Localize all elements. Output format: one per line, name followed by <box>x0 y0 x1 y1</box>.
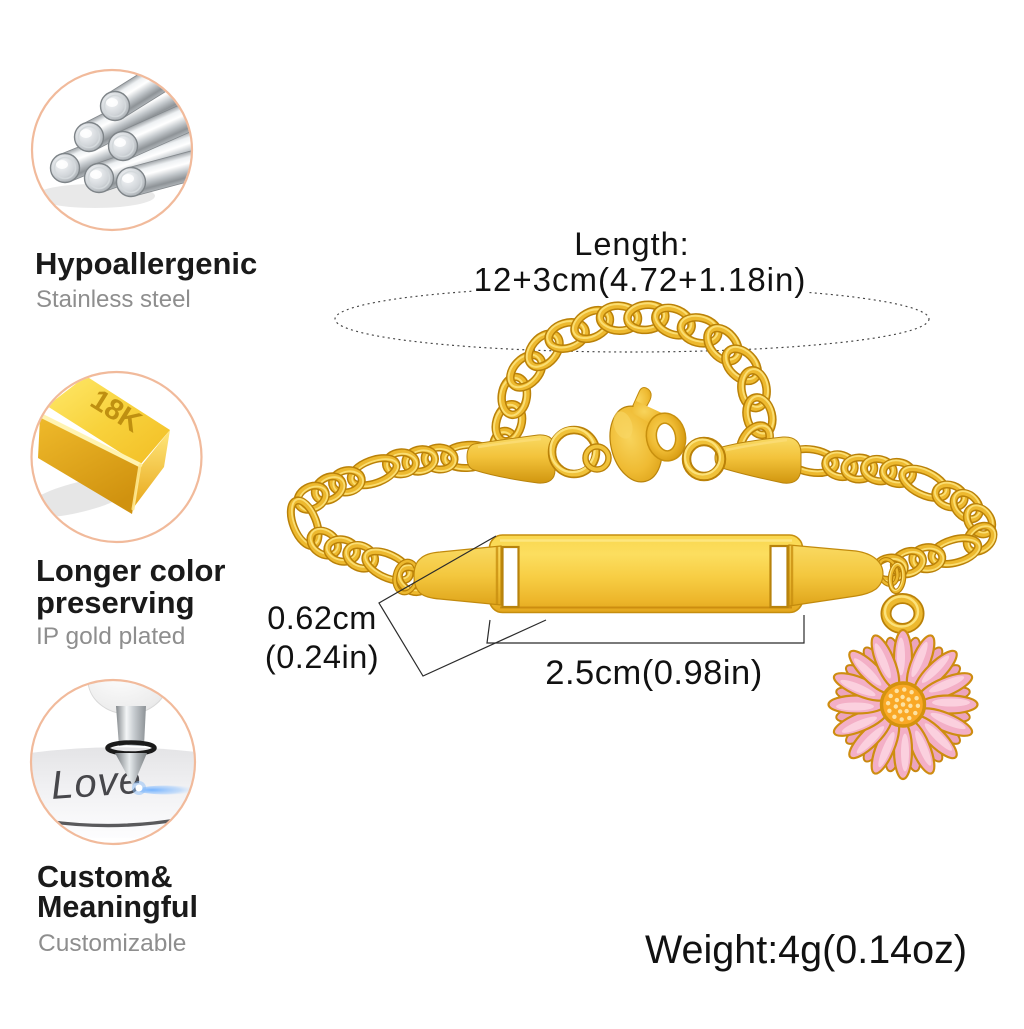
svg-text:IP gold plated: IP gold plated <box>36 623 185 650</box>
svg-text:preserving: preserving <box>36 585 195 620</box>
svg-text:Custom&: Custom& <box>37 860 173 894</box>
svg-text:Meaningful: Meaningful <box>37 890 198 924</box>
svg-text:Longer color: Longer color <box>36 553 225 588</box>
svg-text:12+3cm(4.72+1.18in): 12+3cm(4.72+1.18in) <box>474 261 807 298</box>
svg-text:Length:: Length: <box>574 226 689 262</box>
svg-text:Customizable: Customizable <box>38 930 186 957</box>
svg-text:Stainless steel: Stainless steel <box>36 286 191 313</box>
svg-text:2.5cm(0.98in): 2.5cm(0.98in) <box>545 654 762 692</box>
svg-text:(0.24in): (0.24in) <box>265 639 379 675</box>
svg-text:0.62cm: 0.62cm <box>267 600 377 636</box>
svg-text:Hypoallergenic: Hypoallergenic <box>35 246 257 281</box>
svg-text:Weight:4g(0.14oz): Weight:4g(0.14oz) <box>645 928 967 972</box>
